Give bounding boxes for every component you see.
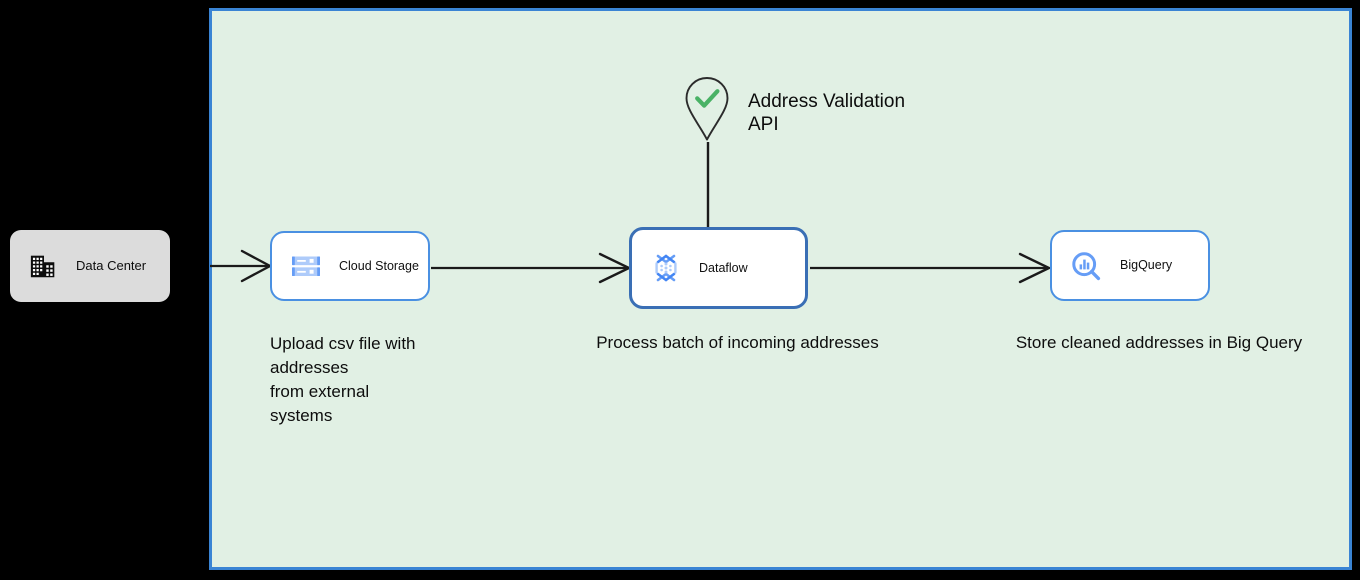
node-data-center[interactable]: Data Center — [10, 230, 170, 302]
node-dataflow[interactable]: Dataflow — [629, 227, 808, 309]
caption-process: Process batch of incoming addresses — [596, 333, 879, 352]
dataflow-icon — [655, 254, 677, 282]
map-pin-check-icon — [685, 77, 729, 141]
node-cloud-storage-label: Cloud Storage — [339, 258, 419, 273]
caption-store: Store cleaned addresses in Big Query — [1015, 333, 1303, 352]
node-cloud-storage[interactable]: Cloud Storage — [270, 231, 430, 301]
node-address-validation-api-label: Address Validation API — [748, 91, 906, 136]
node-dataflow-label: Dataflow — [699, 260, 748, 275]
bigquery-icon — [1072, 251, 1101, 280]
cloud-storage-icon — [292, 256, 320, 276]
node-address-validation-api[interactable]: Address Validation API — [684, 76, 905, 142]
node-data-center-label: Data Center — [76, 258, 147, 274]
node-bigquery[interactable]: BigQuery — [1050, 230, 1210, 301]
data-center-icon — [30, 255, 55, 278]
caption-upload: Upload csv file with addresses from exte… — [270, 334, 416, 426]
node-bigquery-label: BigQuery — [1120, 258, 1173, 272]
